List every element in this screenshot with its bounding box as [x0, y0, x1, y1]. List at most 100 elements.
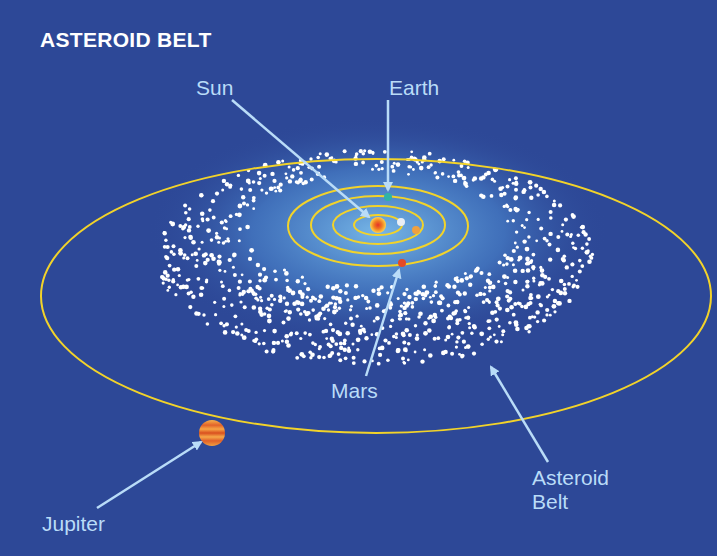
- asteroid-dot: [182, 257, 185, 260]
- asteroid-dot: [493, 310, 497, 314]
- venus-orbit: [333, 206, 423, 244]
- asteroid-dot: [417, 291, 421, 295]
- asteroid-dot: [488, 280, 493, 285]
- asteroid-dot: [206, 322, 210, 326]
- asteroid-dot: [434, 171, 437, 174]
- asteroid-dot: [330, 302, 333, 305]
- asteroid-dot: [249, 248, 254, 253]
- asteroid-dot: [299, 171, 303, 175]
- asteroid-dot: [309, 356, 312, 359]
- asteroid-dot: [228, 184, 232, 188]
- asteroid-dot: [407, 359, 410, 362]
- asteroid-dot: [363, 149, 366, 152]
- asteroid-dot: [412, 168, 415, 171]
- asteroid-dot: [284, 334, 289, 339]
- asteroid-dot: [254, 340, 257, 343]
- asteroid-dot: [446, 317, 450, 321]
- asteroid-dot: [497, 280, 500, 283]
- asteroid-dot: [258, 279, 261, 282]
- asteroid-dot: [337, 332, 342, 337]
- jupiter-label: Jupiter: [42, 512, 105, 536]
- asteroid-dot: [484, 286, 487, 289]
- asteroid-dot: [513, 207, 517, 211]
- asteroid-dot: [529, 293, 533, 297]
- asteroid-dot: [258, 342, 261, 345]
- asteroid-dot: [479, 176, 484, 181]
- asteroid-dot: [309, 299, 313, 303]
- asteroid-dot: [238, 280, 242, 284]
- asteroid-dot: [549, 210, 553, 214]
- asteroid-dot: [258, 310, 261, 313]
- asteroid-dot: [513, 280, 517, 284]
- asteroid-dot: [488, 289, 491, 292]
- asteroid-dot: [428, 152, 432, 156]
- asteroid-dot: [419, 166, 424, 171]
- asteroid-dot: [509, 305, 514, 310]
- asteroid-dot: [325, 337, 328, 340]
- asteroid-dot: [438, 301, 443, 306]
- asteroid-dot: [417, 315, 421, 319]
- asteroid-dot: [499, 193, 503, 197]
- asteroid-dot: [378, 347, 382, 351]
- asteroid-dot: [587, 259, 592, 264]
- asteroid-dot: [461, 331, 465, 335]
- mars: [398, 259, 406, 267]
- asteroid-dot: [263, 329, 266, 332]
- asteroid-dot: [364, 296, 369, 301]
- asteroid-dot: [571, 214, 576, 219]
- asteroid-dot: [323, 317, 326, 320]
- asteroid-dot: [403, 347, 408, 352]
- asteroid-dot: [578, 270, 582, 274]
- asteroid-dot: [570, 233, 573, 236]
- asteroid-dot: [267, 314, 272, 319]
- asteroid-dot: [256, 298, 259, 301]
- asteroid-dot: [232, 266, 235, 269]
- jupiter-orbit: [41, 159, 711, 433]
- asteroid-dot: [581, 225, 586, 230]
- asteroid-dot: [172, 244, 176, 248]
- asteroid-dot: [218, 269, 221, 272]
- asteroid-dot: [472, 352, 476, 356]
- asteroid-dot: [536, 320, 539, 323]
- asteroid-dot: [514, 181, 519, 186]
- asteroid-dot: [325, 303, 329, 307]
- asteroid-dot: [228, 289, 232, 293]
- asteroid-dot: [531, 265, 535, 269]
- asteroid-dot: [269, 187, 274, 192]
- asteroid-dot: [502, 263, 505, 266]
- asteroid-dot: [494, 340, 498, 344]
- asteroid-dot: [398, 317, 401, 320]
- asteroid-dot: [343, 348, 347, 352]
- asteroid-dot: [270, 294, 274, 298]
- asteroid-dot: [377, 168, 380, 171]
- asteroid-dot: [234, 314, 238, 318]
- asteroid-dot: [469, 274, 473, 278]
- asteroid-dot: [407, 295, 411, 299]
- asteroid-dot: [334, 342, 338, 346]
- asteroid-dot: [220, 220, 224, 224]
- asteroid-dot: [432, 294, 435, 297]
- asteroid-dot: [445, 283, 449, 287]
- asteroid-dot: [514, 242, 517, 245]
- asteroid-dot: [390, 318, 394, 322]
- asteroid-dot: [434, 290, 438, 294]
- asteroid-dot: [225, 227, 228, 230]
- asteroid-dot: [375, 316, 380, 321]
- asteroid-dot: [273, 269, 277, 273]
- asteroid-dot: [283, 296, 286, 299]
- asteroid-dot: [500, 340, 503, 343]
- asteroid-dot: [268, 307, 272, 311]
- asteroid-dot: [252, 180, 256, 184]
- asteroid-dot: [539, 227, 543, 231]
- asteroid-dot: [413, 292, 417, 296]
- asteroid-dot: [516, 246, 519, 249]
- asteroid-dot: [377, 288, 381, 292]
- asteroid-dot: [366, 300, 370, 304]
- asteroid-dot: [162, 282, 165, 285]
- asteroid-dot: [493, 333, 496, 336]
- asteroid-dot: [318, 311, 322, 315]
- earth-orbit: [311, 196, 445, 254]
- asteroid-dot: [215, 192, 219, 196]
- asteroid-dot: [371, 289, 375, 293]
- asteroid-dot: [408, 333, 412, 337]
